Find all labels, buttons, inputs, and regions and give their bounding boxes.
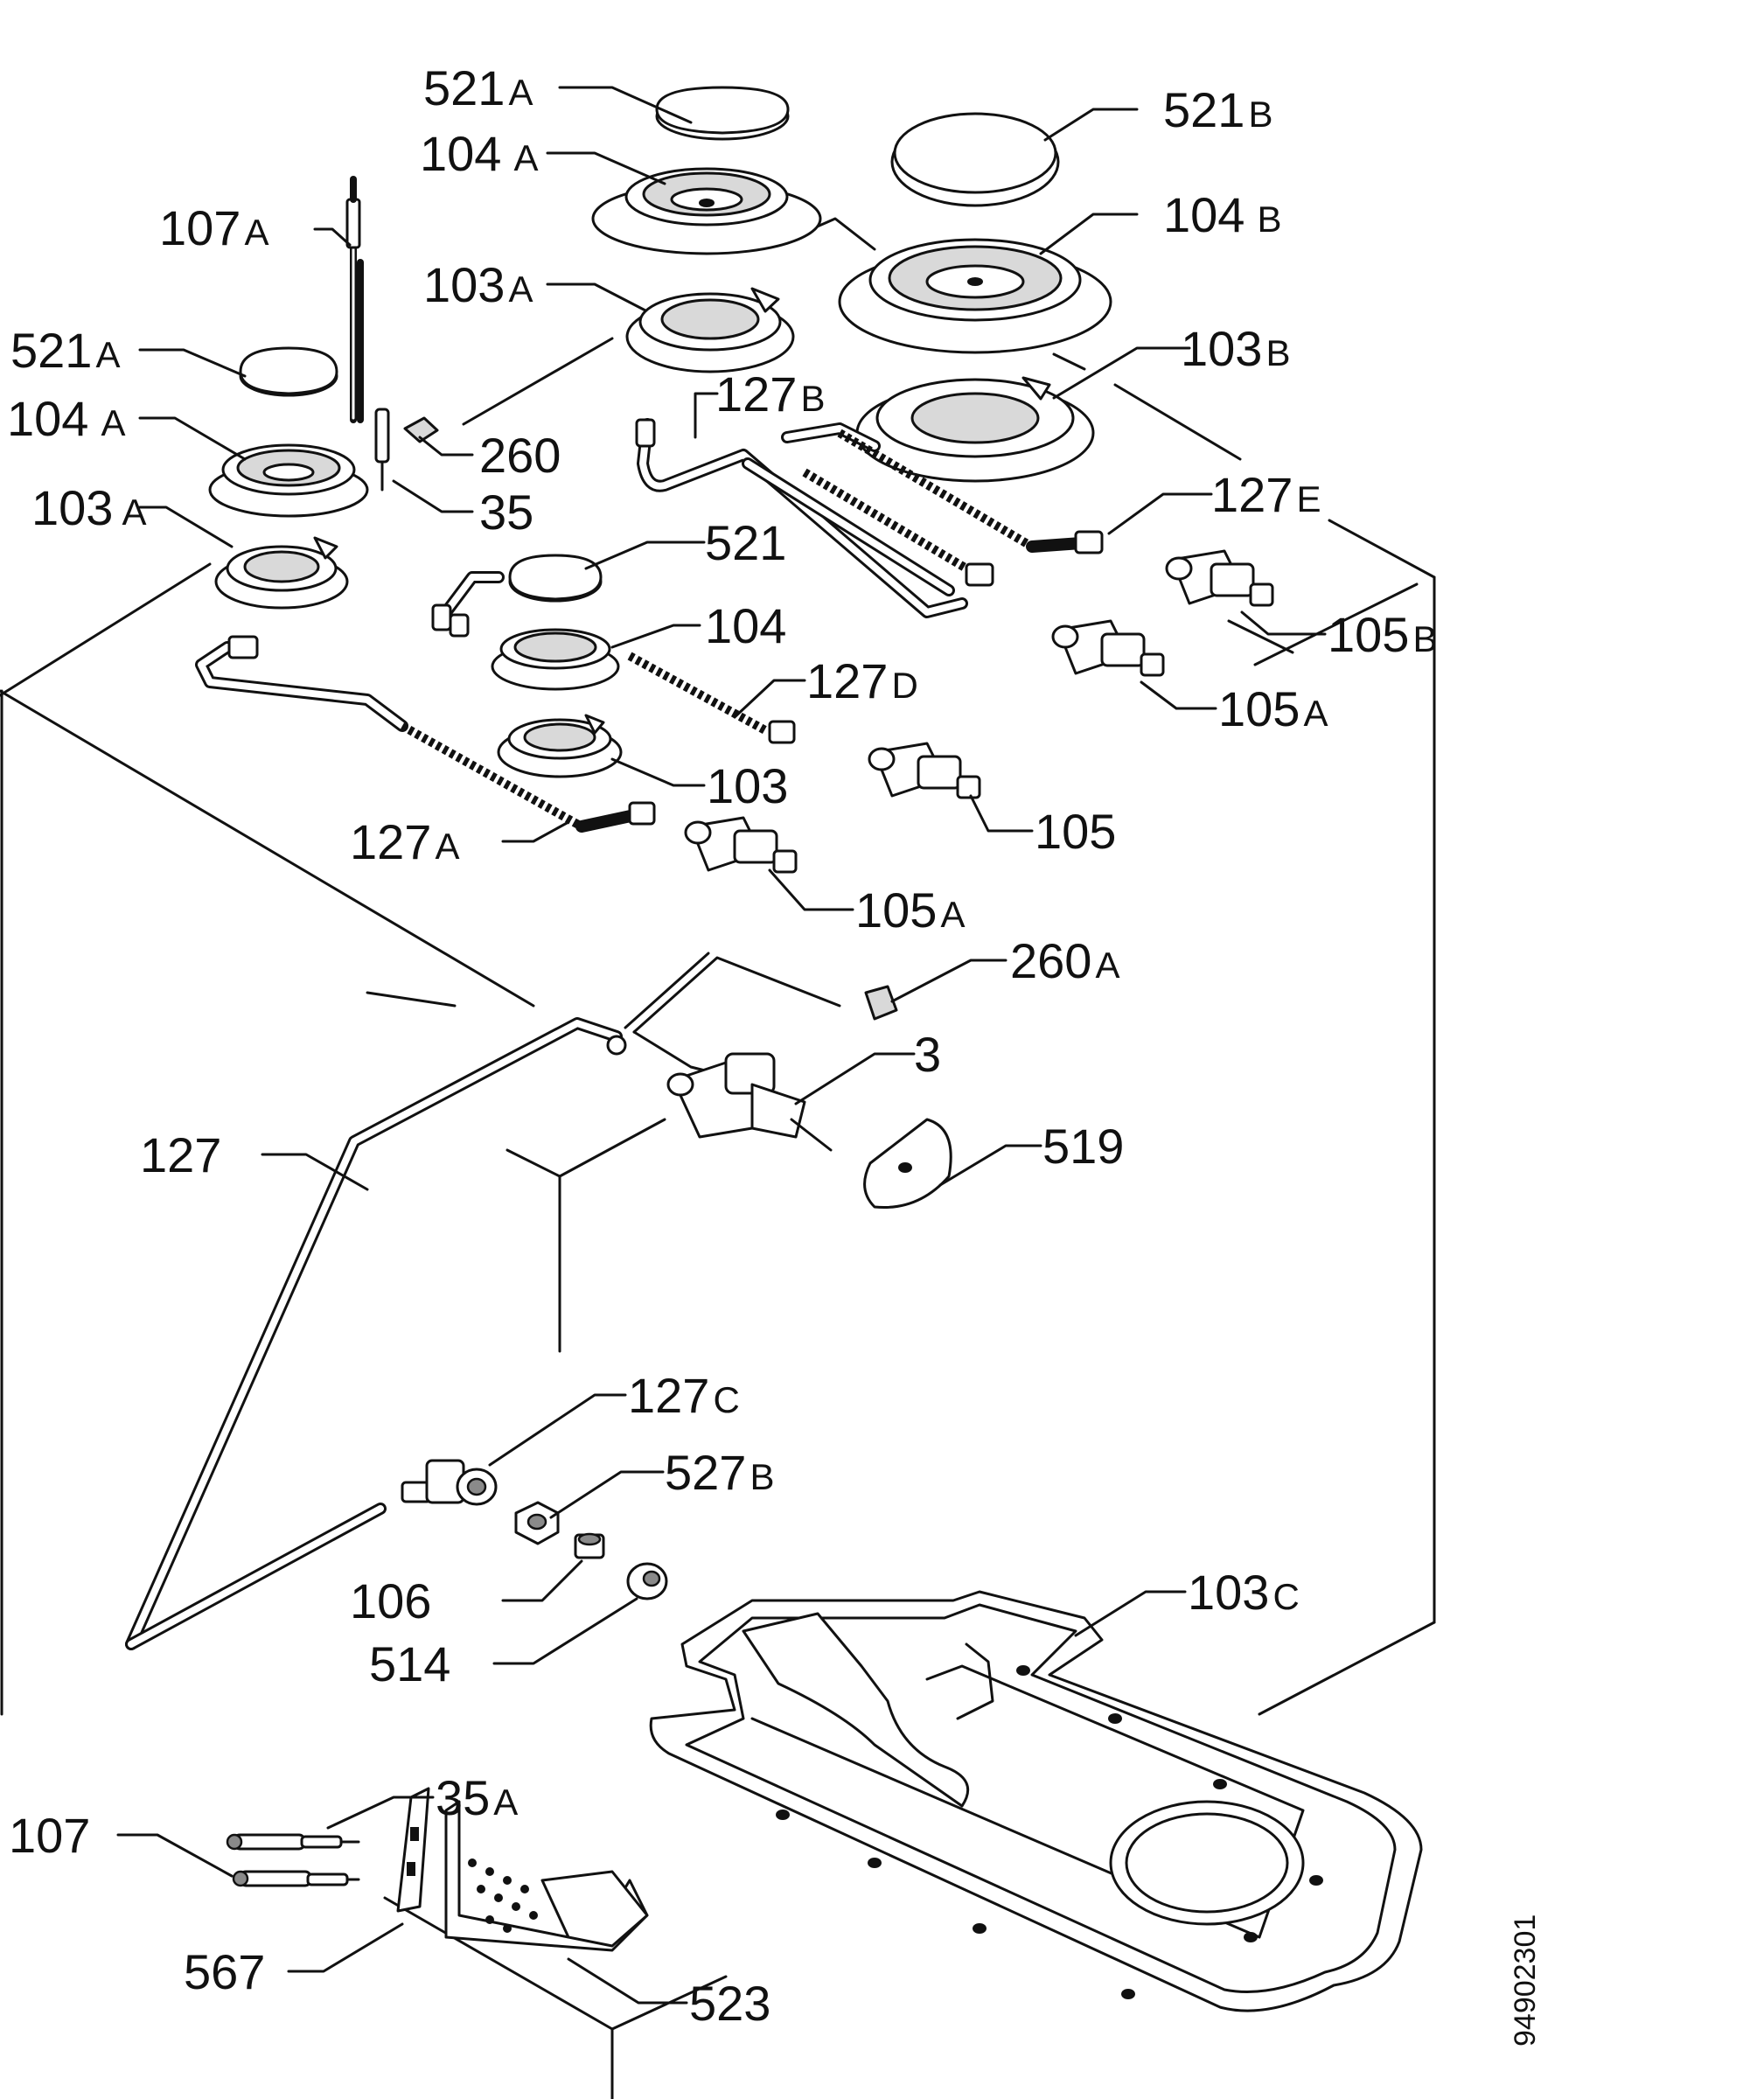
burner-cap-521 [508, 554, 603, 603]
electrode-35a [226, 1833, 360, 1851]
label-105a-right: 105A [1218, 681, 1328, 736]
label-127e: 127E [1211, 467, 1321, 522]
clip-260 [403, 416, 439, 443]
label-35a: 35A [436, 1770, 518, 1825]
burner-crown-104 [491, 628, 620, 691]
bracket-523 [444, 1800, 649, 1952]
document-id: 94902301 [1509, 1914, 1542, 2047]
label-127b: 127B [715, 366, 825, 422]
gas-pipe-127b [635, 418, 968, 618]
label-260: 260 [479, 428, 561, 483]
label-104: 104 [705, 598, 786, 653]
burner-crown-104a-left [208, 443, 369, 518]
injector-106 [574, 1532, 605, 1559]
label-103a-top: 103A [423, 257, 533, 312]
gas-pipe-127d [431, 571, 796, 744]
burner-cap-521a-top [655, 86, 790, 141]
burner-body-103b [855, 376, 1095, 483]
burner-body-103a-left [214, 536, 349, 610]
burner-cap-521b [890, 112, 1060, 207]
label-103c: 103C [1188, 1565, 1300, 1620]
callout-leaders [116, 86, 1327, 2005]
seal-514 [626, 1562, 668, 1600]
thermocouple-107 [232, 1870, 360, 1887]
label-35: 35 [479, 485, 533, 540]
label-260a: 260A [1010, 933, 1119, 988]
label-127a: 127A [350, 814, 459, 869]
clip-260a [864, 985, 898, 1021]
heat-shield-519 [863, 1118, 952, 1210]
label-105a-mid: 105A [855, 882, 965, 938]
bracket-567 [396, 1787, 430, 1913]
label-103: 103 [707, 758, 788, 813]
label-103b: 103B [1181, 321, 1290, 376]
label-567: 567 [184, 1944, 265, 1999]
fitting-127c [401, 1459, 498, 1506]
burner-body-103a-top [625, 287, 795, 373]
label-127d: 127D [806, 653, 918, 708]
gas-tap-105a-mid [684, 816, 798, 874]
gas-tap-105a-right [1051, 619, 1165, 677]
label-521a-top: 521A [423, 60, 533, 115]
label-527b: 527B [665, 1445, 774, 1500]
label-107: 107 [9, 1808, 90, 1863]
thermocouple-107a [345, 176, 364, 423]
gas-pipe-127a [195, 635, 656, 833]
label-106: 106 [350, 1573, 431, 1628]
gas-tap-105 [868, 742, 981, 799]
label-521b: 521B [1163, 82, 1272, 137]
gas-tap-105b [1165, 549, 1274, 607]
label-105: 105 [1035, 804, 1116, 859]
gas-pipe-127e [781, 422, 1104, 587]
burner-crown-104a-top [591, 167, 822, 255]
label-127: 127 [140, 1127, 221, 1182]
label-105b: 105B [1328, 607, 1437, 662]
burner-base-103c [649, 1590, 1423, 2012]
burner-cap-521a-left [239, 346, 338, 397]
label-514: 514 [369, 1636, 450, 1691]
electrode-35 [374, 408, 390, 492]
burner-crown-104b [838, 238, 1112, 354]
label-3: 3 [914, 1027, 941, 1082]
label-523: 523 [689, 1976, 770, 2031]
assembly-lines [0, 217, 1436, 2099]
gas-valve-3 [666, 1052, 833, 1152]
label-521: 521 [705, 515, 786, 570]
label-107a: 107A [159, 200, 268, 255]
nut-527b [514, 1501, 560, 1545]
label-519: 519 [1042, 1119, 1124, 1174]
label-521a-left: 521A [10, 323, 120, 378]
label-127c: 127C [628, 1368, 740, 1423]
burner-body-103 [497, 714, 623, 778]
gas-pipe-127 [125, 1017, 627, 1650]
